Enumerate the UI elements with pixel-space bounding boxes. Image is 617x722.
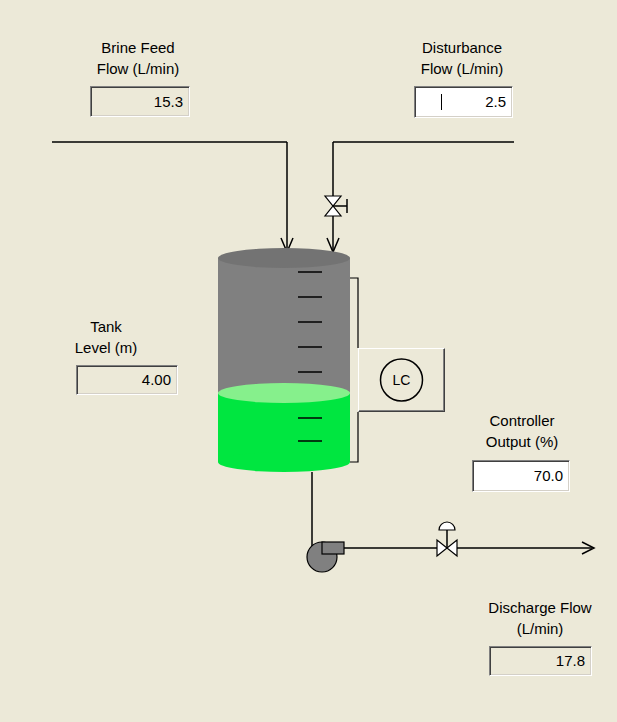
sensor-bracket	[350, 278, 358, 348]
tank-top	[218, 248, 350, 268]
flow-arrowhead	[327, 238, 339, 252]
field-label: Tank Level (m)	[72, 316, 140, 358]
feed-pipe	[52, 141, 287, 143]
disturbance-pipe	[332, 216, 334, 250]
tank-liquid	[218, 393, 350, 462]
readout-field: Disturbance Flow (L/min) 2.5	[406, 37, 518, 118]
valve-handle	[346, 199, 348, 213]
value-box: 2.5	[414, 86, 513, 118]
value-box: 15.3	[90, 86, 190, 117]
feed-pipe	[286, 142, 288, 250]
sensor-bracket	[350, 412, 358, 462]
control-valve	[437, 540, 457, 556]
liquid-surface	[218, 383, 350, 403]
field-value: 4.00	[142, 366, 171, 394]
level-tick	[298, 271, 322, 273]
field-value: 15.3	[154, 87, 183, 116]
field-label: Disturbance Flow (L/min)	[406, 37, 518, 79]
discharge-pipe	[344, 547, 437, 549]
readout-field: Discharge Flow (L/min) 17.8	[484, 597, 596, 676]
valve-handle	[333, 205, 347, 207]
valve-stem	[446, 530, 448, 548]
field-label: Discharge Flow (L/min)	[484, 597, 596, 639]
field-value: 17.8	[556, 647, 585, 675]
field-value: 2.5	[485, 87, 506, 117]
disturbance-pipe	[332, 142, 334, 196]
value-box: 4.00	[76, 365, 178, 395]
level-tick	[298, 346, 322, 348]
field-label: Brine Feed Flow (L/min)	[88, 37, 188, 79]
disturbance-pipe	[333, 141, 514, 143]
field-label: Controller Output (%)	[472, 410, 572, 452]
level-tick	[298, 371, 322, 373]
discharge-pipe	[457, 547, 592, 549]
level-tick	[298, 321, 322, 323]
value-box: 70.0	[472, 460, 570, 492]
readout-field: Controller Output (%) 70.0	[472, 410, 572, 492]
controller-tag: LC	[393, 372, 411, 388]
level-tick	[298, 417, 322, 419]
valve-actuator	[439, 522, 455, 530]
level-tick	[298, 296, 322, 298]
outlet-pipe	[311, 472, 313, 546]
flow-arrowhead	[582, 542, 594, 554]
tank-bottom	[218, 452, 350, 472]
hand-valve	[325, 196, 341, 216]
text-cursor	[441, 94, 442, 110]
controller-tag-holder: LC	[359, 349, 444, 411]
controller-circle	[381, 359, 423, 401]
value-box: 17.8	[489, 646, 592, 676]
readout-field: Brine Feed Flow (L/min) 15.3	[88, 37, 190, 117]
tank-empty-space	[218, 258, 350, 393]
readout-field: Tank Level (m)4.00	[72, 316, 178, 395]
level-controller: LC	[358, 348, 445, 412]
level-tick	[298, 440, 322, 442]
field-value: 70.0	[534, 461, 563, 491]
pump-outlet	[322, 542, 344, 554]
